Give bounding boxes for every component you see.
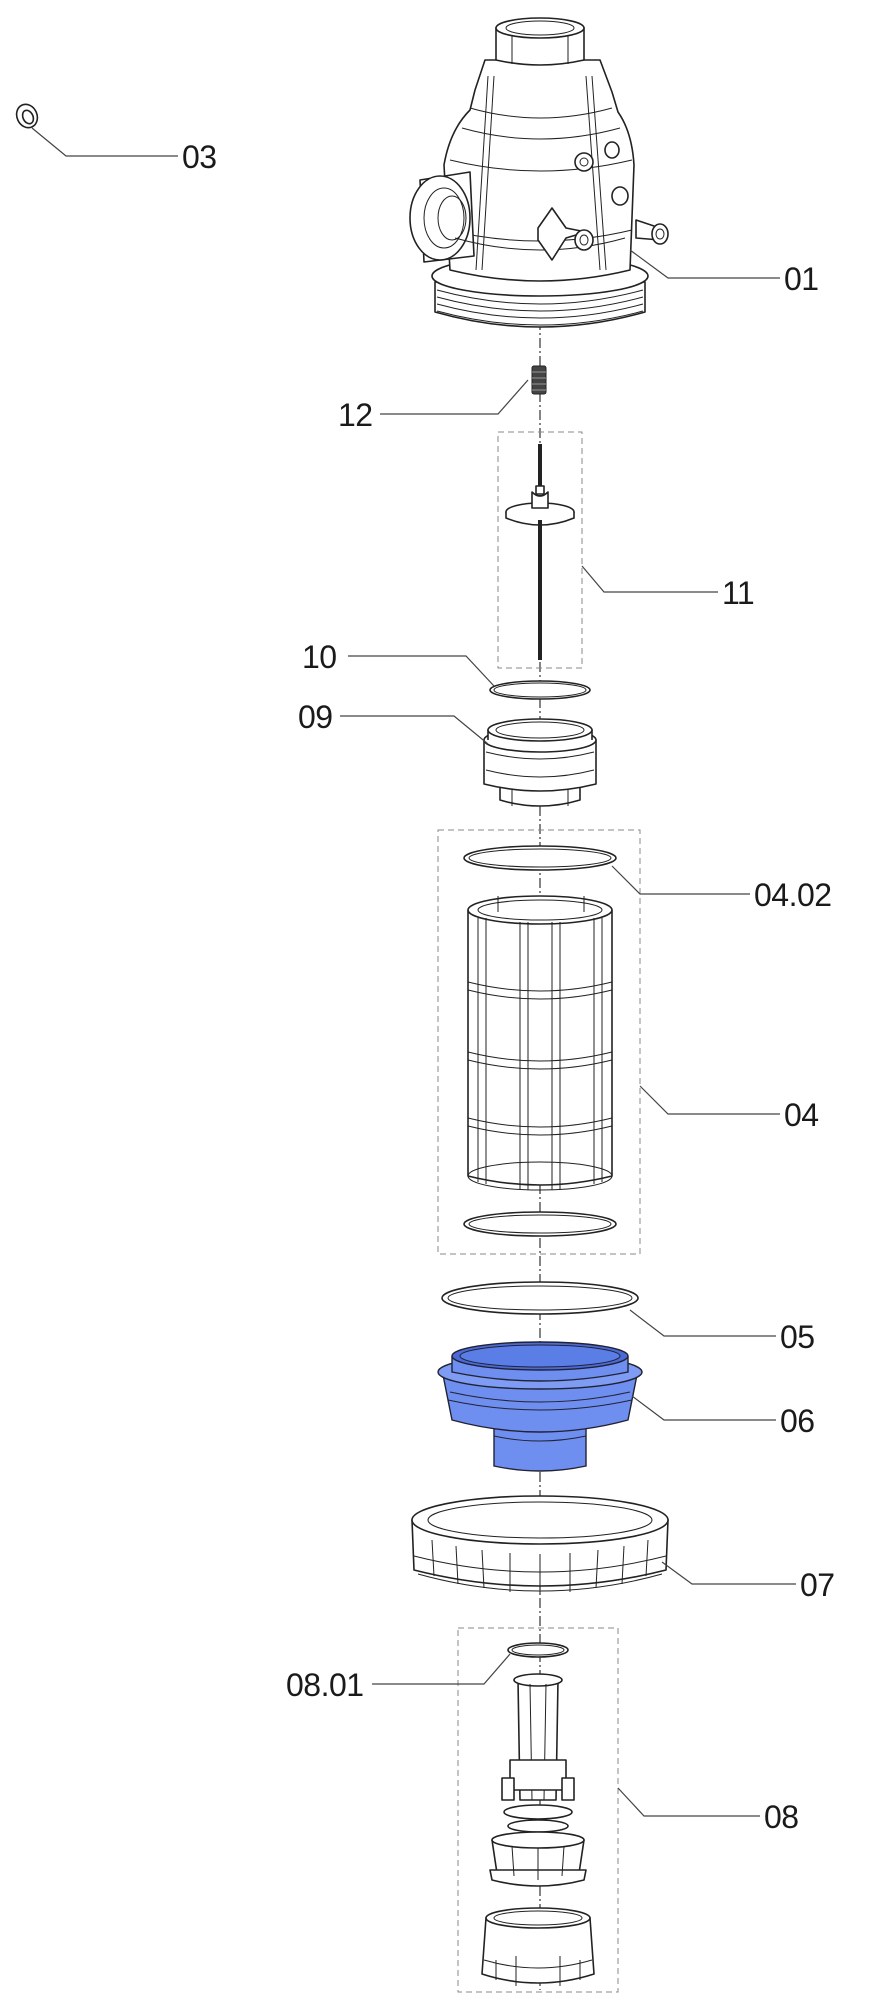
label-06: 06 [780, 1403, 815, 1439]
part-10-o-ring[interactable] [489, 680, 591, 700]
label-08: 08 [764, 1799, 799, 1835]
label-0402: 04.02 [754, 877, 832, 913]
part-0402-gasket[interactable] [463, 845, 617, 871]
label-11: 11 [722, 575, 754, 611]
leader-04 [639, 1085, 780, 1115]
leader-10 [348, 655, 495, 687]
leader-09 [340, 715, 489, 745]
leader-08 [617, 1787, 760, 1817]
part-09-bushing[interactable] [483, 718, 597, 807]
leader-06 [631, 1395, 776, 1421]
part-07-union-nut[interactable] [411, 1495, 669, 1594]
part-04-screen-cartridge[interactable] [437, 829, 641, 1255]
label-04: 04 [784, 1097, 819, 1133]
leader-07 [661, 1561, 796, 1585]
label-05: 05 [780, 1319, 815, 1355]
part-08-drain-assembly[interactable] [457, 1627, 619, 1993]
leader-12 [380, 379, 529, 415]
label-09: 09 [298, 699, 333, 735]
part-0801-o-ring[interactable] [507, 1642, 569, 1658]
part-06-bowl-adapter[interactable] [437, 1341, 643, 1472]
part-12-insert[interactable] [531, 365, 547, 395]
label-07: 07 [800, 1567, 835, 1603]
leader-03 [31, 127, 178, 157]
leader-01 [629, 249, 780, 279]
leader-05 [629, 1309, 776, 1337]
label-0801: 08.01 [286, 1667, 364, 1703]
part-01-filter-head[interactable] [409, 17, 669, 328]
leader-11 [581, 565, 718, 593]
label-03: 03 [182, 139, 217, 175]
leader-0402 [611, 865, 750, 895]
part-11-stem-assembly[interactable] [497, 431, 583, 669]
label-10: 10 [302, 639, 337, 675]
part-03-washer[interactable] [13, 101, 41, 131]
part-05-o-ring[interactable] [441, 1281, 639, 1315]
leader-0801 [372, 1653, 511, 1685]
label-01: 01 [784, 261, 819, 297]
label-12: 12 [338, 397, 373, 433]
